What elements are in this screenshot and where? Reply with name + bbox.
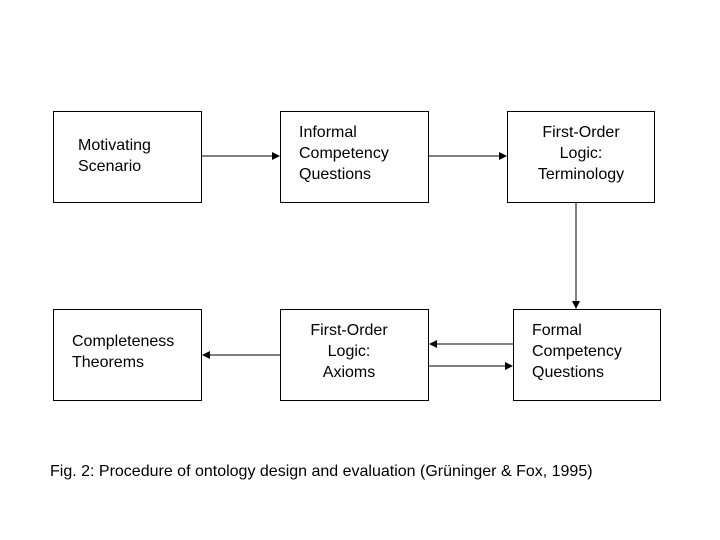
node-formal-competency-questions: Formal Competency Questions [513, 309, 661, 401]
node-motivating-scenario-label: Motivating Scenario [78, 137, 151, 175]
node-first-order-logic-axioms: First-Order Logic: Axioms [280, 309, 429, 401]
node-informal-competency-questions: Informal Competency Questions [280, 111, 429, 203]
node-informal-competency-questions-label: Informal Competency Questions [299, 124, 389, 183]
node-first-order-logic-terminology-label: First-Order Logic: Terminology [537, 124, 625, 183]
node-first-order-logic-terminology: First-Order Logic: Terminology [507, 111, 655, 203]
node-completeness-theorems-label: Completeness Theorems [72, 333, 175, 371]
node-first-order-logic-axioms-label: First-Order Logic: Axioms [310, 322, 388, 381]
node-completeness-theorems: Completeness Theorems [53, 309, 202, 401]
figure-caption: Fig. 2: Procedure of ontology design and… [50, 463, 593, 480]
node-motivating-scenario: Motivating Scenario [53, 111, 202, 203]
node-formal-competency-questions-label: Formal Competency Questions [532, 322, 622, 381]
